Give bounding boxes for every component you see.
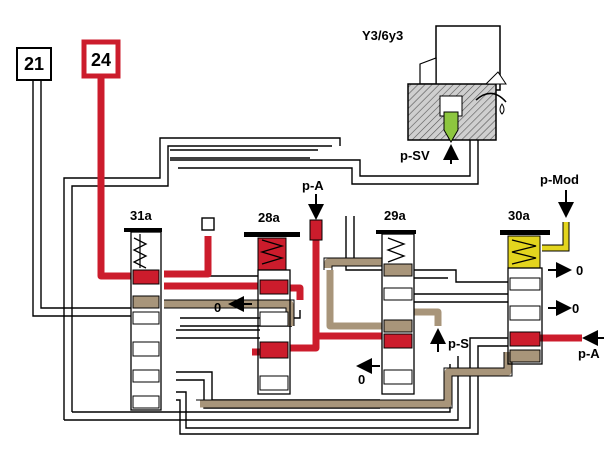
valve-29a-label: 29a [384,208,406,223]
valve-30a-label: 30a [508,208,530,223]
channel-feed-horiz [170,149,318,159]
red-channels [97,76,582,356]
box-21: 21 [16,47,52,81]
valve-31a-label: 31a [130,208,152,223]
p-Mod-label: p-Mod [540,172,579,187]
brown-channel-ps [414,308,442,326]
valve-28a: 28a 0 [214,210,300,395]
channel-mid-2 [176,329,260,339]
p-A-right-label: p-A [578,346,600,361]
p-SV-label: p-SV [400,148,430,163]
test-port-square [201,217,215,231]
oil-drop-icon [499,103,505,115]
box-24: 24 [81,39,121,79]
solenoid-y3-6y3: Y3/6y3 p-SV [362,25,507,164]
brown-channel-29a-down [326,270,382,330]
red-channel-28a-right [290,284,304,300]
channel-29a-30a [414,293,508,303]
box-24-label: 24 [91,50,111,70]
exhaust-30a-upper-label: 0 [576,263,583,278]
exhaust-30a-lower-label: 0 [572,301,579,316]
red-channel-24 [97,76,131,280]
channel-30a-left [414,269,508,283]
valve-28a-label: 28a [258,210,280,225]
p-S-label: p-S [448,336,469,351]
red-channel-31a-28a [164,236,212,278]
valve-31a: 31a [124,208,162,411]
channel-outer-left [63,137,341,420]
solenoid-valve-needle [443,111,459,143]
brown-channel-29a-loop [324,258,382,268]
valve-30a: 30a p-Mod 0 0 p-A [500,172,604,365]
exhaust-29a-label: 0 [358,372,365,387]
brown-channel-bottom [200,352,512,408]
valve-29a: 29a 0 p-S [356,208,469,395]
p-A-top-label: p-A [302,178,324,193]
channel-mid-4 [176,337,508,435]
box-21-label: 21 [24,54,44,74]
p-A-top-channel [309,219,323,241]
channel-solenoid-loop [170,130,479,185]
channel-21 [32,80,131,317]
red-channel-pA-feed [290,226,320,352]
mod-pressure-line [542,222,569,251]
solenoid-label: Y3/6y3 [362,28,403,43]
exhaust-28a-label: 0 [214,300,221,315]
